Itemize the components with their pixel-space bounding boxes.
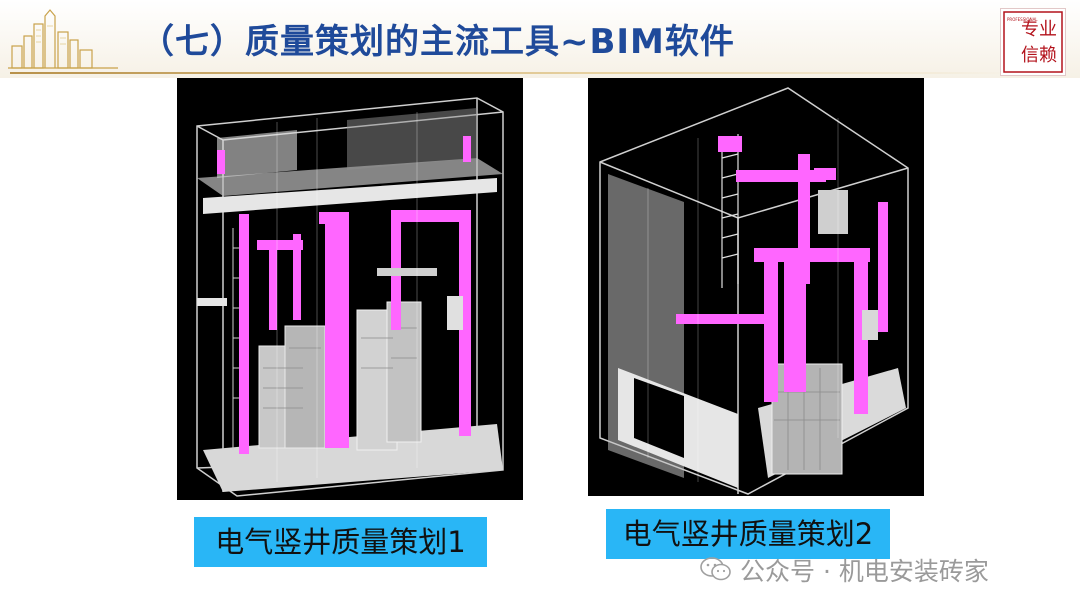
watermark-text: 公众号 · 机电安装砖家 — [740, 557, 989, 586]
header-band — [0, 0, 1080, 78]
city-skyline-logo — [8, 9, 118, 69]
figure-caption-1: 电气竖井质量策划1 — [194, 517, 487, 567]
wechat-icon — [700, 557, 731, 581]
electrical-shaft-bim-model-isometric-view — [588, 78, 924, 496]
svg-text:业: 业 — [1039, 19, 1057, 40]
svg-text:专: 专 — [1021, 19, 1039, 40]
svg-text:赖: 赖 — [1039, 45, 1057, 66]
svg-text:信: 信 — [1021, 45, 1039, 66]
svg-text:PROFESSIONAL: PROFESSIONAL — [1007, 17, 1038, 22]
figure-caption-2: 电气竖井质量策划2 — [606, 509, 890, 559]
red-seal-stamp: 专 业 信 赖 PROFESSIONAL — [1000, 8, 1066, 76]
electrical-shaft-bim-model-front-view — [177, 78, 523, 500]
slide-title: （七）质量策划的主流工具~BIM软件 — [140, 22, 735, 62]
header-divider — [10, 72, 1010, 74]
